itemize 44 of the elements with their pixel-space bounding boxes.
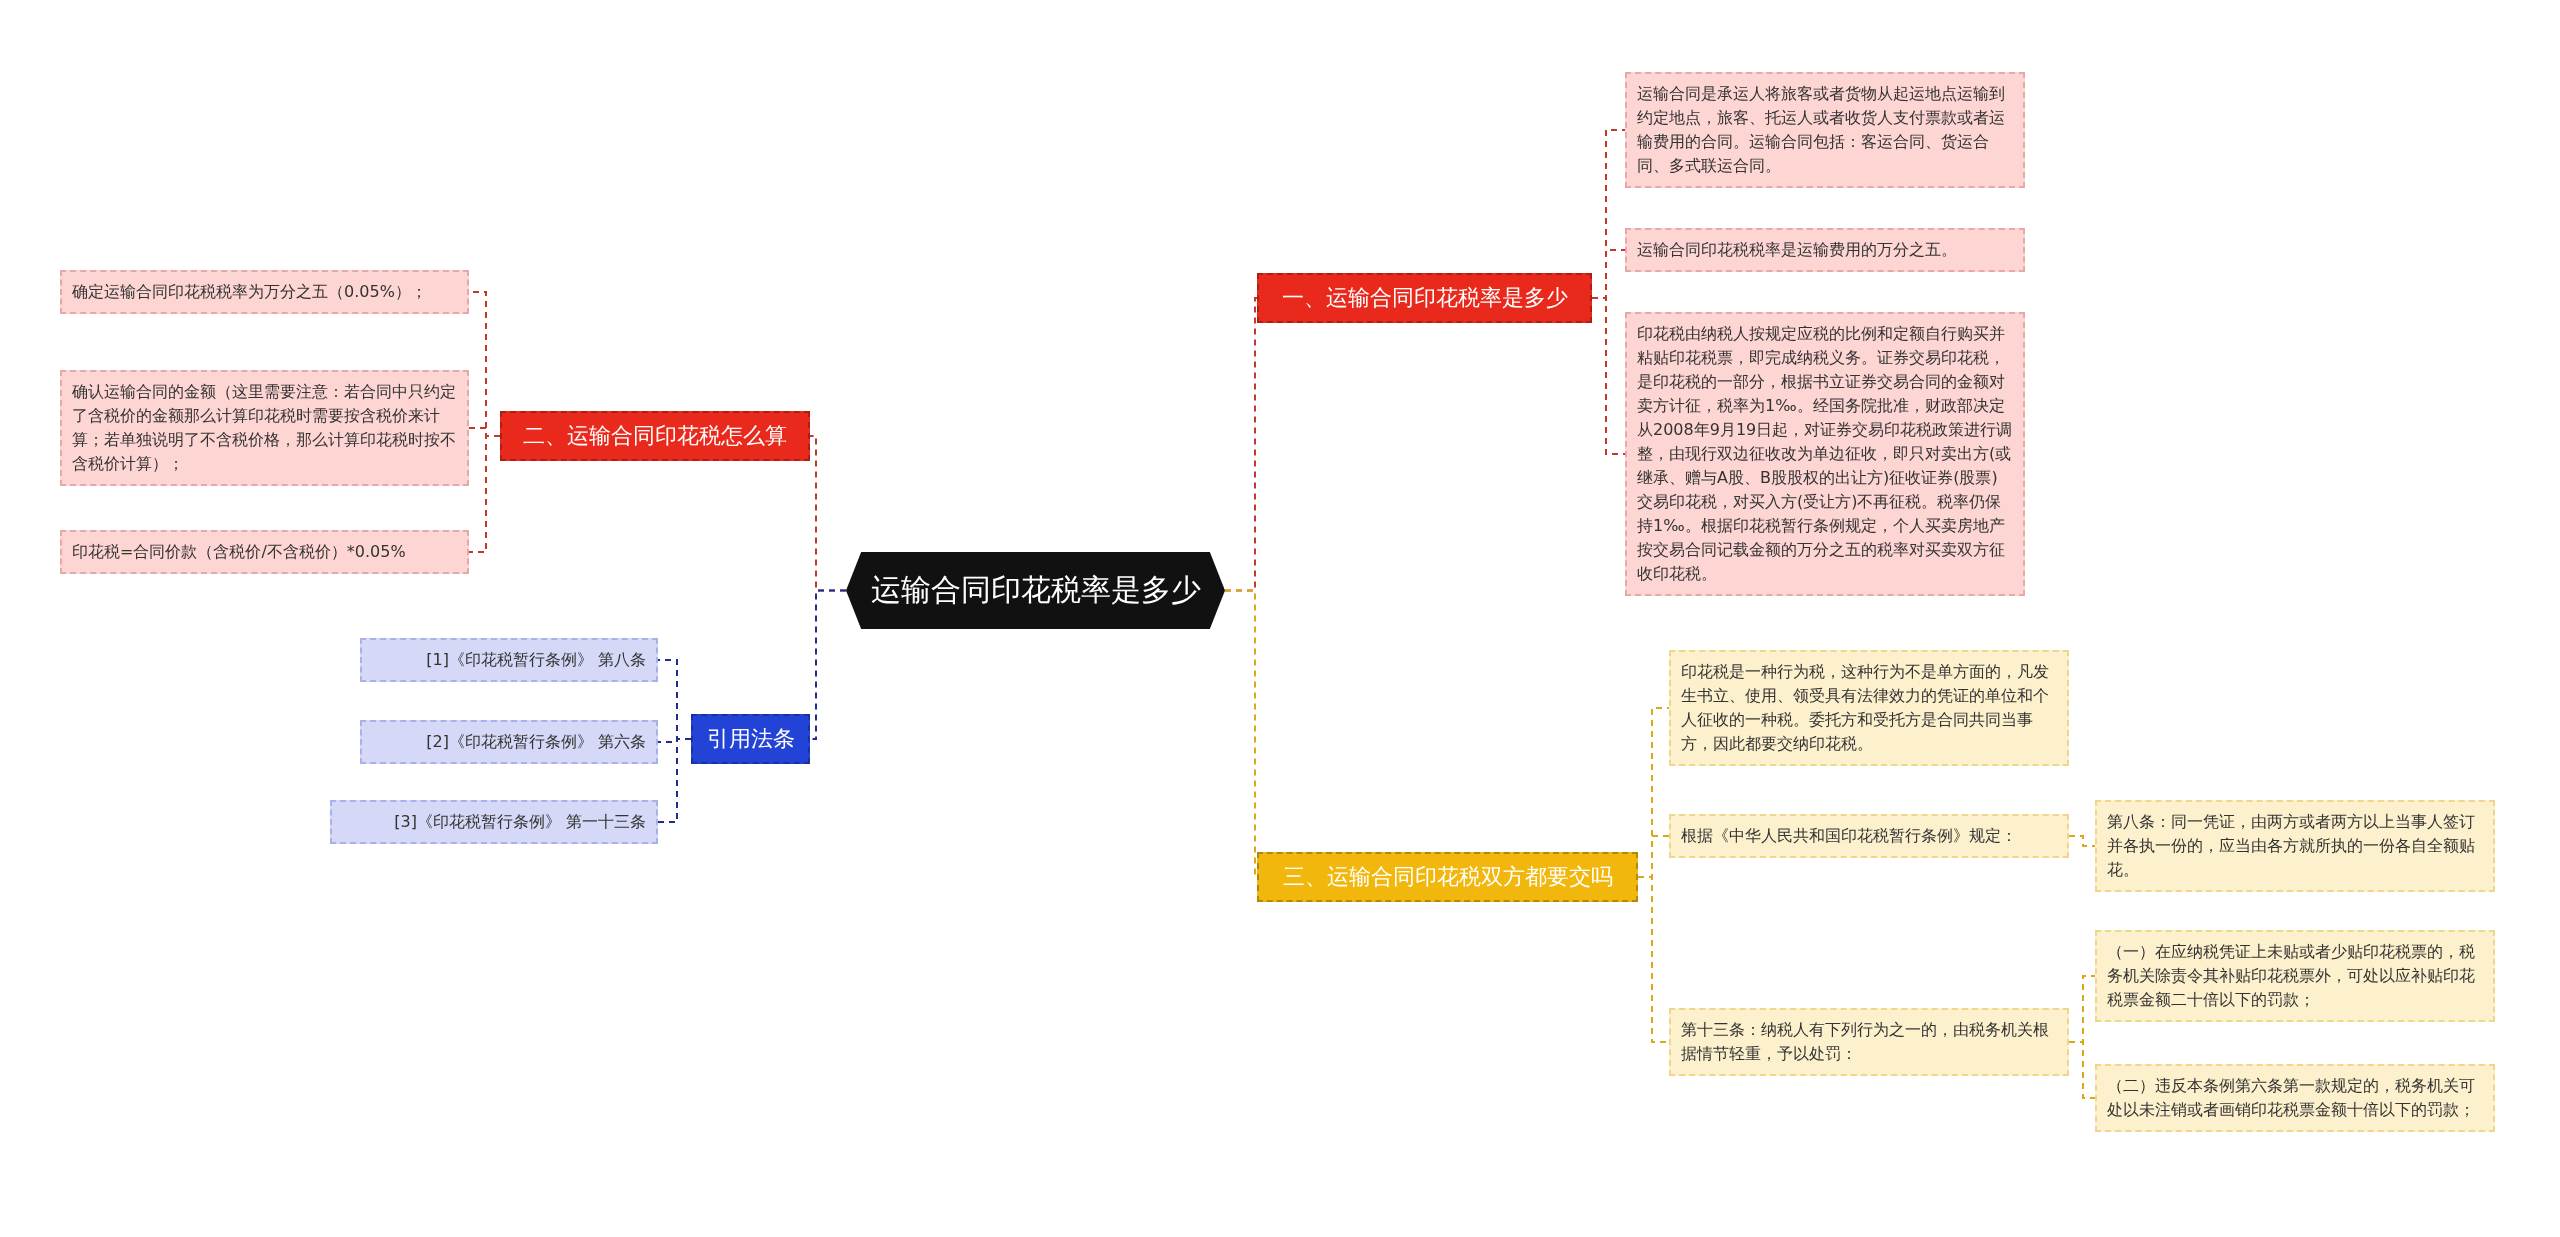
- leaf-topic: [60, 370, 469, 486]
- leaf-topic: [60, 270, 469, 314]
- connector-line: [657, 738, 692, 823]
- connector-line: [2068, 1041, 2096, 1099]
- leaf-topic: [360, 720, 658, 764]
- topic-text: 二、运输合同印花税怎么算: [523, 423, 787, 448]
- leaf-topic: [330, 800, 658, 844]
- topic-text: 印花税=合同价款（含税价/不含税价）*0.05%: [72, 542, 406, 561]
- topic-text: [1]《印花税暂行条例》 第八条: [426, 650, 646, 669]
- connector-line: [1224, 589, 1258, 878]
- connector-line: [1591, 297, 1626, 455]
- connector-line: [468, 435, 501, 553]
- leaf-topic: [1669, 650, 2069, 766]
- branch-topic: [500, 411, 810, 461]
- topic-text: 运输合同印花税率是多少: [870, 571, 1201, 609]
- topic-text: [2]《印花税暂行条例》 第六条: [426, 732, 646, 751]
- topic-text: 第十三条：纳税人有下列行为之一的，由税务机关根据情节轻重，予以处罚：: [1681, 1020, 2049, 1063]
- topic-text: 一、运输合同印花税率是多少: [1281, 285, 1568, 310]
- topic-text: 运输合同印花税税率是运输费用的万分之五。: [1637, 240, 1957, 259]
- topic-text: （一）在应纳税凭证上未贴或者少贴印花税票的，税务机关除责令其补贴印花税票外，可处以应补贴印花税票金额二十倍以下的罚款；: [2107, 942, 2475, 1009]
- topic-text: 根据《中华人民共和国印花税暂行条例》规定：: [1681, 826, 2017, 845]
- topic-text: （二）违反本条例第六条第一款规定的，税务机关可处以未注销或者画销印花税票金额十倍以下的罚款；: [2107, 1076, 2475, 1119]
- leaf-topic: [60, 530, 469, 574]
- branch-topic: [1257, 852, 1638, 902]
- leaf-topic: [2095, 800, 2495, 892]
- topic-text: 运输合同是承运人将旅客或者货物从起运地点运输到约定地点，旅客、托运人或者收货人支付票款或者运输费用的合同。运输合同包括：客运合同、货运合同、多式联运合同。: [1637, 84, 2005, 175]
- branch-topic: [1257, 273, 1592, 323]
- connector-line: [2068, 835, 2096, 847]
- topic-text: 第八条：同一凭证，由两方或者两方以上当事人签订并各执一份的，应当由各方就所执的一份各自全额贴花。: [2107, 812, 2475, 879]
- topic-text: 确定运输合同印花税税率为万分之五（0.05%）；: [72, 282, 427, 301]
- topic-text: 印花税是一种行为税，这种行为不是单方面的，凡发生书立、使用、领受具有法律效力的凭证的单位和个人征收的一种税。委托方和受托方是合同共同当事方，因此都要交纳印花税。: [1681, 662, 2049, 753]
- leaf-topic: [360, 638, 658, 682]
- leaf-topic: [1625, 72, 2025, 188]
- topic-text: [3]《印花税暂行条例》 第一十三条: [394, 812, 646, 831]
- leaf-topic: [1669, 814, 2069, 858]
- topic-text: 印花税由纳税人按规定应税的比例和定额自行购买并粘贴印花税票，即完成纳税义务。证券交易印花税，是印花税的一部分，根据书立证券交易合同的金额对卖方计征，税率为1‰。经国务院批准，财政部决定从2008年9月19日起，对证券交易印花税政策进行调整，由现行双边征收改为单边征收，即只对卖出方(或继承、赠与A股、B股股权的出让方)征收证券(股票)交易印花税，对买入方(受让方)不再征税。税率仍保持1‰。根据印花税暂行条例规定，个人买卖房地产按交易合同记载金额的万分之五的税率对买卖双方征收印花税。: [1637, 324, 2013, 583]
- leaf-topic: [1669, 1008, 2069, 1076]
- branch-topic: [691, 714, 810, 764]
- topic-text: 确认运输合同的金额（这里需要注意：若合同中只约定了含税价的金额那么计算印花税时需要按含税价来计算；若单独说明了不含税价格，那么计算印花税时按不含税价计算）；: [72, 382, 456, 473]
- leaf-topic: [2095, 930, 2495, 1022]
- leaf-topic: [1625, 228, 2025, 272]
- topic-text: 引用法条: [706, 726, 795, 751]
- topic-text: 三、运输合同印花税双方都要交吗: [1282, 864, 1613, 889]
- leaf-topic: [2095, 1064, 2495, 1132]
